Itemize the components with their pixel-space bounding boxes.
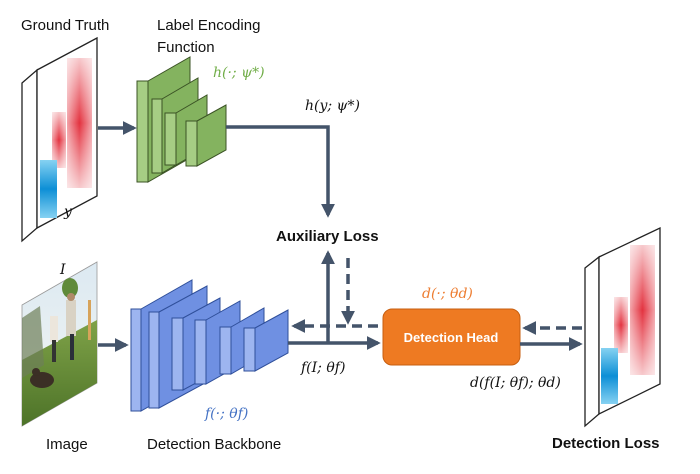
ground-truth-label: Ground Truth: [21, 17, 109, 34]
image-variable-label: I: [59, 262, 66, 278]
image-label: Image: [46, 436, 88, 453]
detection-loss-label: Detection Loss: [552, 435, 660, 452]
label-encoding-label-line2: Function: [157, 39, 215, 56]
encoder-to-aux-loss-arrow: [226, 125, 335, 218]
detection-head-box: [382, 308, 521, 366]
detection-backbone-label: Detection Backbone: [147, 436, 281, 453]
input-image: [21, 261, 98, 427]
connectors: [98, 121, 583, 352]
label-encoder-network: [136, 56, 227, 183]
h-function-label: h(·; ψ*): [213, 65, 265, 81]
f-output-label: f(I; θf): [300, 360, 345, 376]
label-encoding-label-line1: Label Encoding: [157, 17, 260, 34]
y-variable-label: y: [63, 204, 73, 220]
d-output-label: d(f(I; θf); θd): [470, 375, 561, 391]
detection-output-panel: [584, 226, 661, 428]
d-function-label: d(·; θd): [422, 286, 473, 302]
detection-head-label: Detection Head: [404, 330, 499, 345]
detection-backbone-network: [130, 279, 289, 412]
auxiliary-loss-label: Auxiliary Loss: [276, 228, 379, 245]
f-function-label: f(·; θf): [204, 406, 248, 422]
ground-truth-panel: [21, 36, 98, 243]
gradient-connectors: [291, 258, 582, 335]
h-output-label: h(y; ψ*): [305, 98, 360, 114]
